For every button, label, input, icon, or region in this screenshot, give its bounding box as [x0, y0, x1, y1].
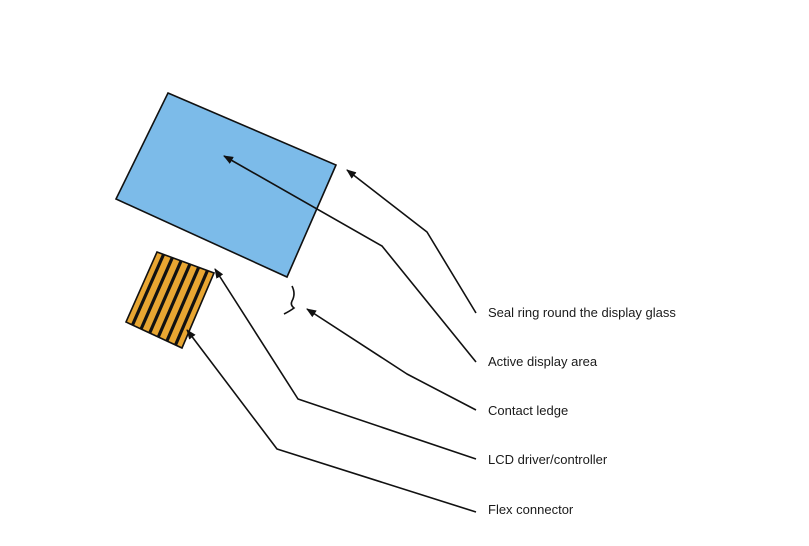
- leader-flex-connector: [186, 329, 477, 513]
- leader-seal-ring: [346, 169, 477, 314]
- label-active-display-area: Active display area: [488, 354, 598, 369]
- display-glass: [114, 91, 338, 279]
- leader-active-display-area: [223, 155, 477, 363]
- flex-connector-part: [124, 250, 216, 350]
- flex-trace: [148, 260, 183, 334]
- flex-connector-traces: [131, 253, 209, 346]
- flex-connector-body: [124, 250, 216, 350]
- label-contact-ledge: Contact ledge: [488, 403, 568, 418]
- flex-trace: [165, 266, 201, 342]
- flex-trace: [139, 257, 174, 330]
- label-flex-connector: Flex connector: [488, 502, 574, 517]
- flex-trace: [174, 269, 209, 346]
- contact-ledge-brace: [283, 285, 296, 315]
- label-seal-ring: Seal ring round the display glass: [488, 305, 676, 320]
- leader-lcd-driver: [214, 268, 477, 460]
- flex-trace: [131, 253, 166, 326]
- leader-contact-ledge: [306, 308, 477, 411]
- label-lcd-driver: LCD driver/controller: [488, 452, 608, 467]
- flex-trace: [156, 263, 192, 338]
